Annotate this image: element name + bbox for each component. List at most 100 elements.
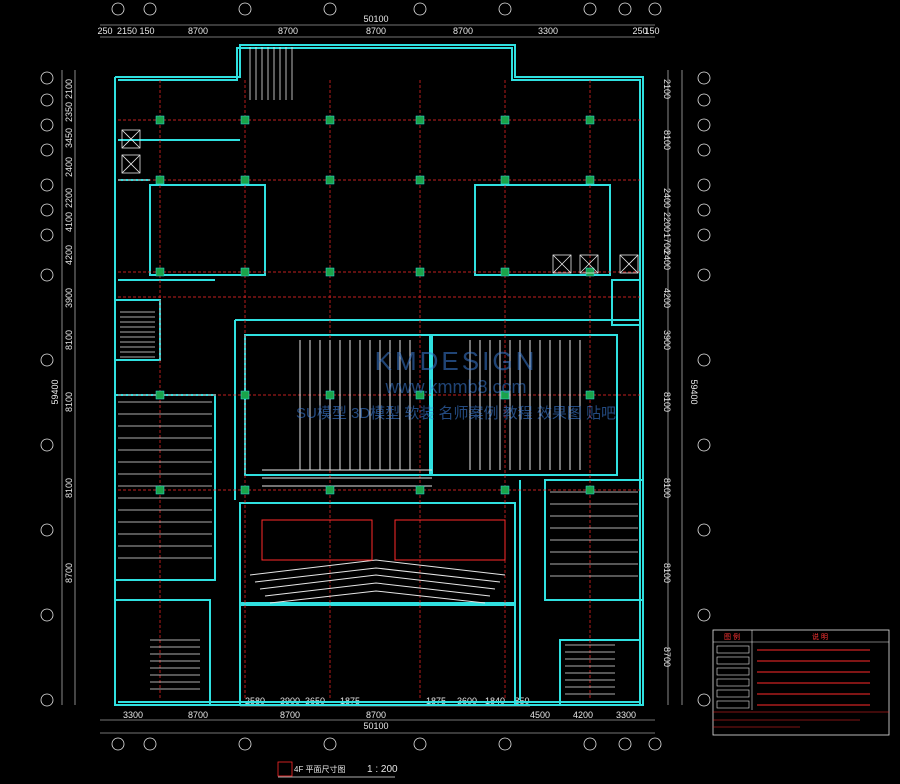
dimension-text: 8100 — [662, 392, 672, 412]
column — [585, 115, 595, 125]
dimension-text: 8100 — [662, 563, 672, 583]
dimension-text: 8700 — [64, 563, 74, 583]
dimension-text: 1700 — [662, 233, 672, 253]
dimension-text: 2200 — [64, 188, 74, 208]
column — [155, 175, 165, 185]
elevators — [121, 129, 639, 274]
axis-bubble — [498, 2, 512, 16]
dimension-text: 4500 — [530, 710, 550, 720]
column — [585, 267, 595, 277]
dimension-text: 8700 — [453, 26, 473, 36]
column — [585, 390, 595, 400]
bottom-axis-bubbles — [111, 737, 662, 751]
column — [415, 175, 425, 185]
column — [415, 267, 425, 277]
column — [325, 390, 335, 400]
axis-bubble — [238, 737, 252, 751]
dimension-text: 8700 — [366, 26, 386, 36]
column — [325, 115, 335, 125]
dimension-text: 3300 — [538, 26, 558, 36]
left-dimension-texts: 2100235034502400220041004200390081008100… — [64, 79, 74, 583]
axis-bubble — [697, 523, 711, 537]
legend-header-desc: 说 明 — [812, 632, 828, 641]
dimension-text: 8700 — [278, 26, 298, 36]
dimension-text: 2100 — [662, 79, 672, 99]
column — [240, 390, 250, 400]
dimension-text: 3900 — [64, 288, 74, 308]
dimension-text: 4200 — [662, 288, 672, 308]
dimension-text: 8100 — [662, 130, 672, 150]
plan-scale: 1 : 200 — [367, 764, 398, 775]
dimension-text: 3450 — [64, 128, 74, 148]
column — [155, 390, 165, 400]
axis-bubble — [697, 438, 711, 452]
column — [500, 390, 510, 400]
stage-outline — [249, 519, 506, 604]
right-dimension-texts: 2100810024002200170024004200390081008100… — [662, 79, 672, 667]
axis-bubble — [697, 353, 711, 367]
watermark-brand: KMDESIGN — [375, 346, 538, 376]
axis-bubble — [697, 268, 711, 282]
axis-bubble — [238, 2, 252, 16]
column — [240, 175, 250, 185]
dimension-text: 8700 — [366, 710, 386, 720]
right-axis-bubbles — [697, 71, 711, 707]
legend-header-symbol: 图 例 — [724, 632, 740, 641]
axis-bubble — [323, 737, 337, 751]
axis-bubble — [143, 2, 157, 16]
axis-bubble — [40, 608, 54, 622]
dimension-text: 4200 — [573, 710, 593, 720]
axis-bubble — [583, 2, 597, 16]
axis-bubble — [697, 608, 711, 622]
column — [155, 267, 165, 277]
dimension-lines — [61, 24, 683, 734]
column — [325, 175, 335, 185]
axis-bubble — [648, 2, 662, 16]
overall-width-top: 50100 — [363, 14, 388, 24]
plan-title: 4F 平面尺寸图 — [294, 764, 346, 774]
watermark-url: www.kmmb8.com — [384, 377, 526, 397]
axis-bubble — [323, 2, 337, 16]
dimension-text: 2150 — [117, 26, 137, 36]
axis-bubble — [498, 737, 512, 751]
axis-bubble — [697, 203, 711, 217]
structural-columns — [155, 115, 595, 495]
dimension-text: 2100 — [64, 79, 74, 99]
axis-bubble — [697, 178, 711, 192]
stair-hatching — [118, 47, 638, 695]
axis-bubble — [40, 118, 54, 132]
column — [415, 485, 425, 495]
dimension-text: 150 — [139, 26, 154, 36]
dimension-text: 250 — [97, 26, 112, 36]
axis-bubble — [40, 178, 54, 192]
overall-width-bottom: 50100 — [363, 721, 388, 731]
dimension-text: 2400 — [662, 250, 672, 270]
dimension-text: 2400 — [662, 188, 672, 208]
dimension-text: 150 — [644, 26, 659, 36]
dimension-text: 2400 — [64, 157, 74, 177]
axis-bubble — [40, 353, 54, 367]
watermark-tagline: SU模型 3D模型 软装 名师案例 教程 效果图 贴吧 — [296, 404, 616, 422]
legend-rows — [716, 645, 870, 709]
axis-bubble — [40, 203, 54, 217]
column — [155, 115, 165, 125]
column — [325, 485, 335, 495]
axis-bubble — [143, 737, 157, 751]
column — [415, 115, 425, 125]
axis-bubble — [697, 693, 711, 707]
dimension-text: 8700 — [280, 710, 300, 720]
drawing-title: 4F 平面尺寸图 1 : 200 — [277, 761, 398, 778]
axis-bubble — [40, 523, 54, 537]
dimension-text: 8100 — [64, 478, 74, 498]
axis-bubble — [618, 2, 632, 16]
axis-bubble — [697, 143, 711, 157]
dimension-text: 3900 — [662, 330, 672, 350]
column — [500, 175, 510, 185]
axis-bubble — [413, 2, 427, 16]
dimension-text: 8700 — [188, 710, 208, 720]
column — [500, 115, 510, 125]
column — [585, 175, 595, 185]
overall-height-left: 59400 — [50, 379, 60, 404]
axis-bubble — [111, 2, 125, 16]
column — [240, 485, 250, 495]
